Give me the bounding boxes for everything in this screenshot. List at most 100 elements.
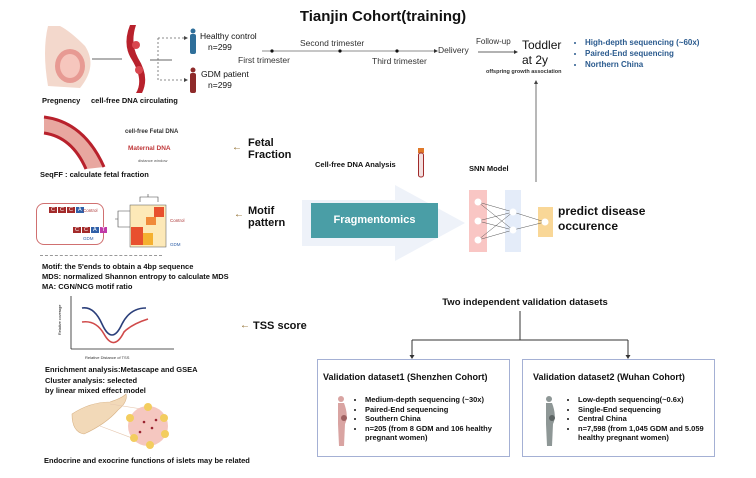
toddler-label: Toddler <box>522 38 562 52</box>
motif-example-box <box>36 203 104 245</box>
left-arrow-icon: ← <box>232 142 242 153</box>
pregnant-woman-icon <box>338 396 347 446</box>
heatmap-control-label: Control <box>170 218 185 223</box>
bullet-item: Single-End sequencing <box>578 405 718 415</box>
bullet-item: Paired-End sequencing <box>365 405 515 415</box>
left-arrow-icon: ← <box>240 320 250 331</box>
legend-distance-window: distance window <box>138 158 168 163</box>
dataset2-bullets: Low-depth sequencing(~0.6x) Single-End s… <box>568 395 718 443</box>
bullet-item: n=7,598 (from 1,045 GDM and 5.059 health… <box>578 424 718 443</box>
base-tile: A <box>90 227 99 233</box>
note-line: MDS: normalized Shannon entropy to calcu… <box>42 272 229 281</box>
seqff-caption: SeqFF : calculate fetal fraction <box>40 170 149 179</box>
bullet-item: High-depth sequencing (~60x) <box>585 37 699 48</box>
control-curve <box>81 307 147 336</box>
heatmap-gdm-label: GDM <box>170 242 181 247</box>
validation-heading: Two independent validation datasets <box>442 297 608 308</box>
tss-xlabel: Relative Distance of TSS <box>85 355 130 360</box>
bullet-item: Medium-depth sequencing (~30x) <box>365 395 515 405</box>
note-line: MA: CGN/NCG motif ratio <box>42 282 133 291</box>
blood-vessel-illustration <box>92 25 146 93</box>
bullet-item: Northern China <box>585 59 699 70</box>
bullet-item: Low-depth sequencing(~0.6x) <box>578 395 718 405</box>
left-arrow-icon: ← <box>234 209 244 220</box>
validation-dataset1-box: Validation dataset1 (Shenzhen Cohort) Me… <box>317 359 510 457</box>
dataset1-title: Validation dataset1 (Shenzhen Cohort) <box>323 372 488 382</box>
gdm-patient-label: GDM patient <box>201 69 249 79</box>
validation-dataset2-box: Validation dataset2 (Wuhan Cohort) Low-d… <box>522 359 715 457</box>
third-trimester-label: Third trimester <box>372 56 427 66</box>
bullet-item: Paired-End sequencing <box>585 48 699 59</box>
base-tile: C <box>73 227 81 233</box>
tss-notes: Enrichment analysis:Metascape and GSEA C… <box>45 365 198 397</box>
fetal-fraction-line1: Fetal <box>248 137 274 149</box>
timeline-line <box>262 49 518 54</box>
cfdna-analysis-label: Cell-free DNA Analysis <box>315 160 396 169</box>
validation-tree-arrows <box>409 311 631 359</box>
gdm-curve <box>81 318 149 344</box>
note-line: Cluster analysis: selected <box>45 375 138 385</box>
offspring-growth-label: offspring growth association <box>486 69 562 75</box>
gdm-figure-icon <box>190 67 196 93</box>
base-tile: C <box>66 207 75 213</box>
motif-pattern-line2: pattern <box>248 217 286 229</box>
predict-line1: predict disease <box>558 204 646 218</box>
motif-control-label: Control <box>83 208 98 213</box>
bullet-item: Southern China <box>365 414 515 424</box>
motif-notes: Motif: the 5'ends to obtain a 4bp sequen… <box>42 262 229 292</box>
blood-tube-icon <box>418 148 424 178</box>
fragmentomics-box: Fragmentomics <box>311 203 438 238</box>
healthy-control-label: Healthy control <box>200 31 257 41</box>
dataset2-title: Validation dataset2 (Wuhan Cohort) <box>533 372 685 382</box>
neural-network-diagram <box>469 190 553 252</box>
base-tile: C <box>81 227 90 233</box>
diagram-title: Tianjin Cohort(training) <box>299 8 467 25</box>
note-line: by linear mixed effect model <box>45 386 146 395</box>
first-trimester-label: First trimester <box>238 55 290 65</box>
motif-sequence-gdm: C C A T <box>73 227 108 233</box>
tss-score-label: TSS score <box>253 320 307 332</box>
fetal-fraction-line2: Fraction <box>248 149 292 161</box>
base-tile: C <box>57 207 66 213</box>
pregnancy-illustration <box>45 26 91 88</box>
dashed-divider <box>40 255 162 256</box>
training-cohort-bullets: High-depth sequencing (~60x) Paired-End … <box>575 37 699 70</box>
delivery-label: Delivery <box>438 45 469 55</box>
motif-gdm-label: GDM <box>83 236 94 241</box>
healthy-control-n: n=299 <box>208 42 232 52</box>
bullet-item: Central China <box>578 414 718 424</box>
follow-up-label: Follow-up <box>476 37 511 46</box>
gdm-patient-n: n=299 <box>208 80 232 90</box>
base-tile: A <box>75 207 84 213</box>
pancreas-islet-illustration <box>71 393 169 449</box>
legend-maternal-dna: Maternal DNA <box>128 145 171 152</box>
snn-model-label: SNN Model <box>469 164 509 173</box>
pregnant-woman-icon <box>546 396 555 446</box>
tss-ylabel: Relative coverage <box>58 304 62 335</box>
seqff-vessel-illustration <box>43 115 106 170</box>
second-trimester-label: Second trimester <box>300 38 365 48</box>
motif-heatmap <box>115 194 167 248</box>
bullet-item: n=205 (from 8 GDM and 106 healthy pregna… <box>365 424 515 443</box>
motif-sequence-control: C C C A <box>49 207 84 213</box>
group-split-arrows <box>150 36 188 82</box>
healthy-figure-icon <box>190 28 196 54</box>
pregnancy-label: Pregnency <box>42 96 81 105</box>
dataset1-bullets: Medium-depth sequencing (~30x) Paired-En… <box>355 395 515 443</box>
legend-fetal-dna: cell-free Fetal DNA <box>125 129 179 135</box>
predict-line2: occurence <box>558 219 619 233</box>
base-tile: T <box>99 227 108 233</box>
up-arrow-to-toddler <box>534 80 538 182</box>
note-line: Enrichment analysis:Metascape and GSEA <box>45 365 198 374</box>
tss-coverage-plot <box>70 296 174 350</box>
cfdna-circulating-label: cell-free DNA circulating <box>91 96 178 105</box>
base-tile: C <box>49 207 57 213</box>
motif-pattern-line1: Motif <box>248 205 275 217</box>
toddler-age-label: at 2y <box>522 53 549 67</box>
islet-caption: Endocrine and exocrine functions of isle… <box>44 456 250 465</box>
note-line: Motif: the 5'ends to obtain a 4bp sequen… <box>42 262 194 271</box>
